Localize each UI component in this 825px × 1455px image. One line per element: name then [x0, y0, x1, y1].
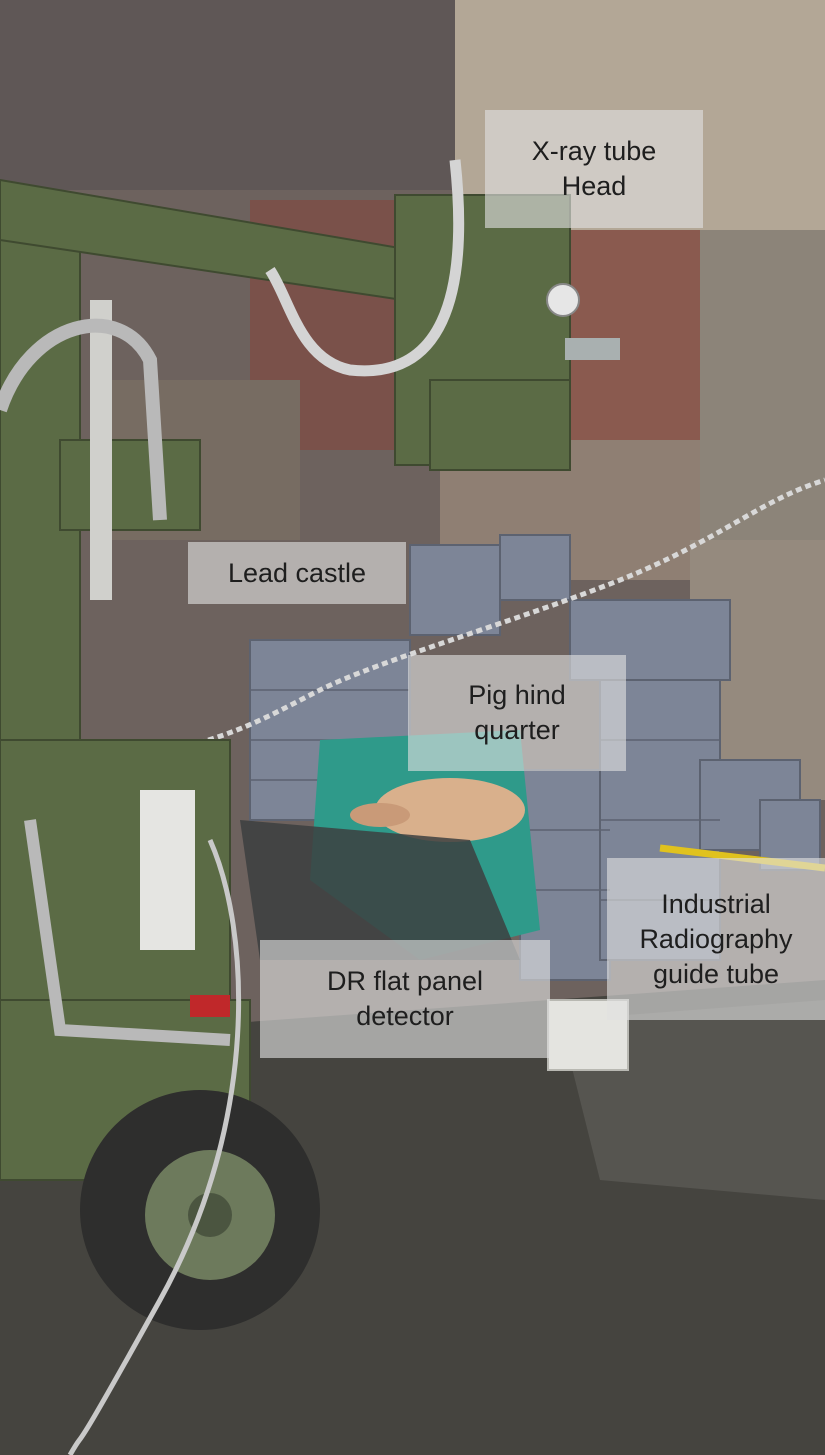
label-line: guide tube: [652, 958, 780, 989]
label-line: DR flat panel: [326, 966, 484, 996]
label-line: Industrial: [661, 888, 771, 919]
label-line: X-ray tube: [531, 136, 657, 166]
label-line: Radiography: [639, 923, 793, 954]
label-line: Lead castle: [227, 557, 367, 588]
label-dr-flat-panel-detector: DR flat panel detector: [260, 940, 550, 1058]
label-pig-hind-quarter: Pig hind quarter: [408, 655, 626, 771]
label-line: Head: [561, 171, 627, 201]
label-line: Pig hind: [468, 680, 566, 710]
label-line: quarter: [474, 715, 560, 745]
label-line: detector: [356, 1001, 454, 1031]
label-industrial-radiography-guide-tube: Industrial Radiography guide tube: [607, 858, 825, 1020]
label-lead-castle: Lead castle: [188, 542, 406, 604]
label-xray-tube-head: X-ray tube Head: [485, 110, 703, 228]
